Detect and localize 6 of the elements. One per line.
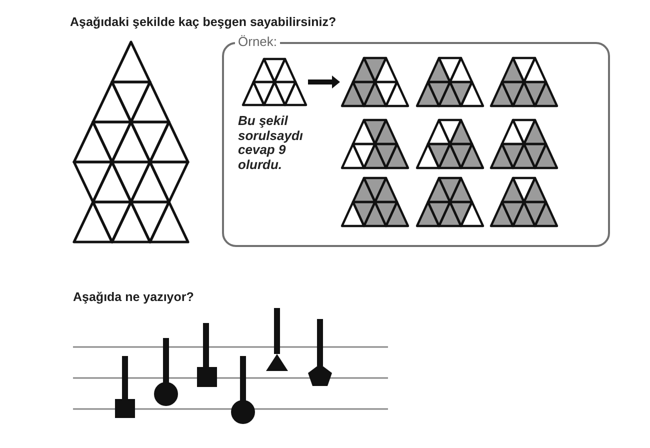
triangle-trapezoid-figure <box>241 57 308 107</box>
arrow <box>308 76 340 88</box>
shaded-trapezoids-figure <box>340 56 559 228</box>
note-text: Bu şekil sorulsaydı cevap 9 olurdu. <box>238 114 304 173</box>
question-text: Aşağıda ne yazıyor? <box>73 289 194 305</box>
question-text: Aşağıdaki şekilde kaç beşgen sayabilirsiniz? <box>70 14 336 30</box>
